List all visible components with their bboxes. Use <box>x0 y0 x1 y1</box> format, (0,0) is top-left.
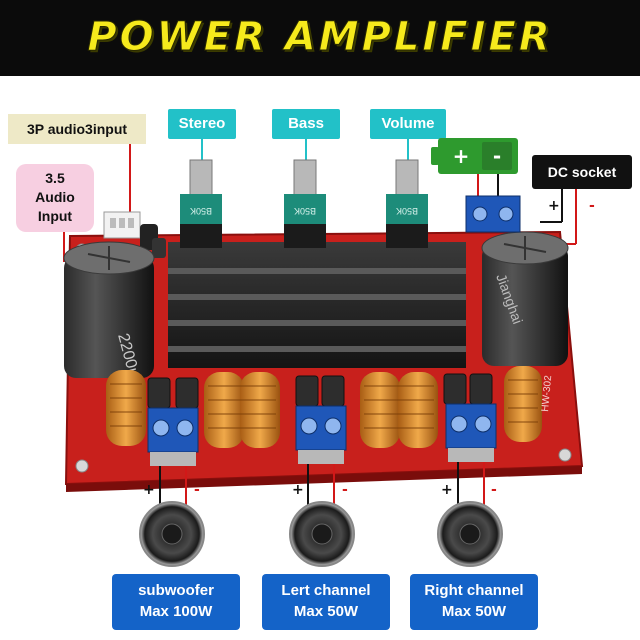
output-name: subwoofer <box>138 582 214 599</box>
output-name: Right channel <box>424 582 524 599</box>
svg-text:B50K: B50K <box>396 206 418 216</box>
film-capacitors <box>147 373 493 409</box>
speaker-icon-subwoofer <box>139 501 205 567</box>
dc-minus-sign: - <box>589 198 595 214</box>
label-35-line3: Input <box>37 208 73 224</box>
pcb-edge-shadow <box>66 466 582 492</box>
label-stereo: Stereo <box>168 109 236 139</box>
output-label-left-channel: Lert channel Max 50W <box>262 574 390 630</box>
board-model-text: HW-302 <box>540 375 554 413</box>
speaker-terminal-left <box>295 405 347 464</box>
heatsink <box>168 242 466 368</box>
label-35-line1: 3.5 <box>45 170 65 186</box>
capacitor-left: 2200uF <box>63 241 155 389</box>
output-label-subwoofer: subwoofer Max 100W <box>112 574 240 630</box>
battery-plus: + <box>452 144 470 168</box>
output-power: Max 50W <box>293 603 359 620</box>
title-banner: POWER AMPLIFIER <box>0 0 640 76</box>
left-plus-sign: + <box>292 482 304 498</box>
battery-minus: - <box>482 142 512 170</box>
dc-plus-sign: + <box>548 198 560 214</box>
potentiometer-volume: B50K <box>386 159 428 248</box>
output-power: Max 100W <box>139 603 213 620</box>
label-volume: Volume <box>370 109 446 139</box>
label-bass: Bass <box>272 109 340 139</box>
speaker-terminal-right <box>445 403 497 462</box>
label-35-audio-input: 3.5 Audio Input <box>16 164 94 232</box>
speaker-icon-left <box>289 501 355 567</box>
speaker-wires <box>159 462 485 506</box>
inductor-coils <box>106 366 542 448</box>
output-power: Max 50W <box>441 603 507 620</box>
sub-plus-sign: + <box>143 482 155 498</box>
svg-text:B50K: B50K <box>294 206 316 216</box>
output-label-right-channel: Right channel Max 50W <box>410 574 538 630</box>
sub-minus-sign: - <box>194 482 200 498</box>
knob-pointer-lines <box>201 139 409 160</box>
svg-text:B50K: B50K <box>190 206 212 216</box>
label-dc-socket: DC socket <box>532 155 632 189</box>
right-plus-sign: + <box>441 482 453 498</box>
label-3p-audio-input: 3P audio3input <box>8 114 146 144</box>
small-capacitors <box>140 224 166 258</box>
potentiometer-bass: B50K <box>284 159 326 248</box>
dc-terminal-block <box>465 195 521 233</box>
speaker-icon-right <box>437 501 503 567</box>
right-minus-sign: - <box>491 482 497 498</box>
output-name: Lert channel <box>281 582 371 599</box>
left-minus-sign: - <box>342 482 348 498</box>
label-35-line2: Audio <box>35 189 75 205</box>
capacitor-right: Jianghai <box>481 231 569 366</box>
banner-title: POWER AMPLIFIER <box>87 14 553 61</box>
battery-cap <box>431 147 439 165</box>
speaker-terminal-sub <box>147 407 199 466</box>
potentiometer-stereo: B50K <box>180 159 222 248</box>
